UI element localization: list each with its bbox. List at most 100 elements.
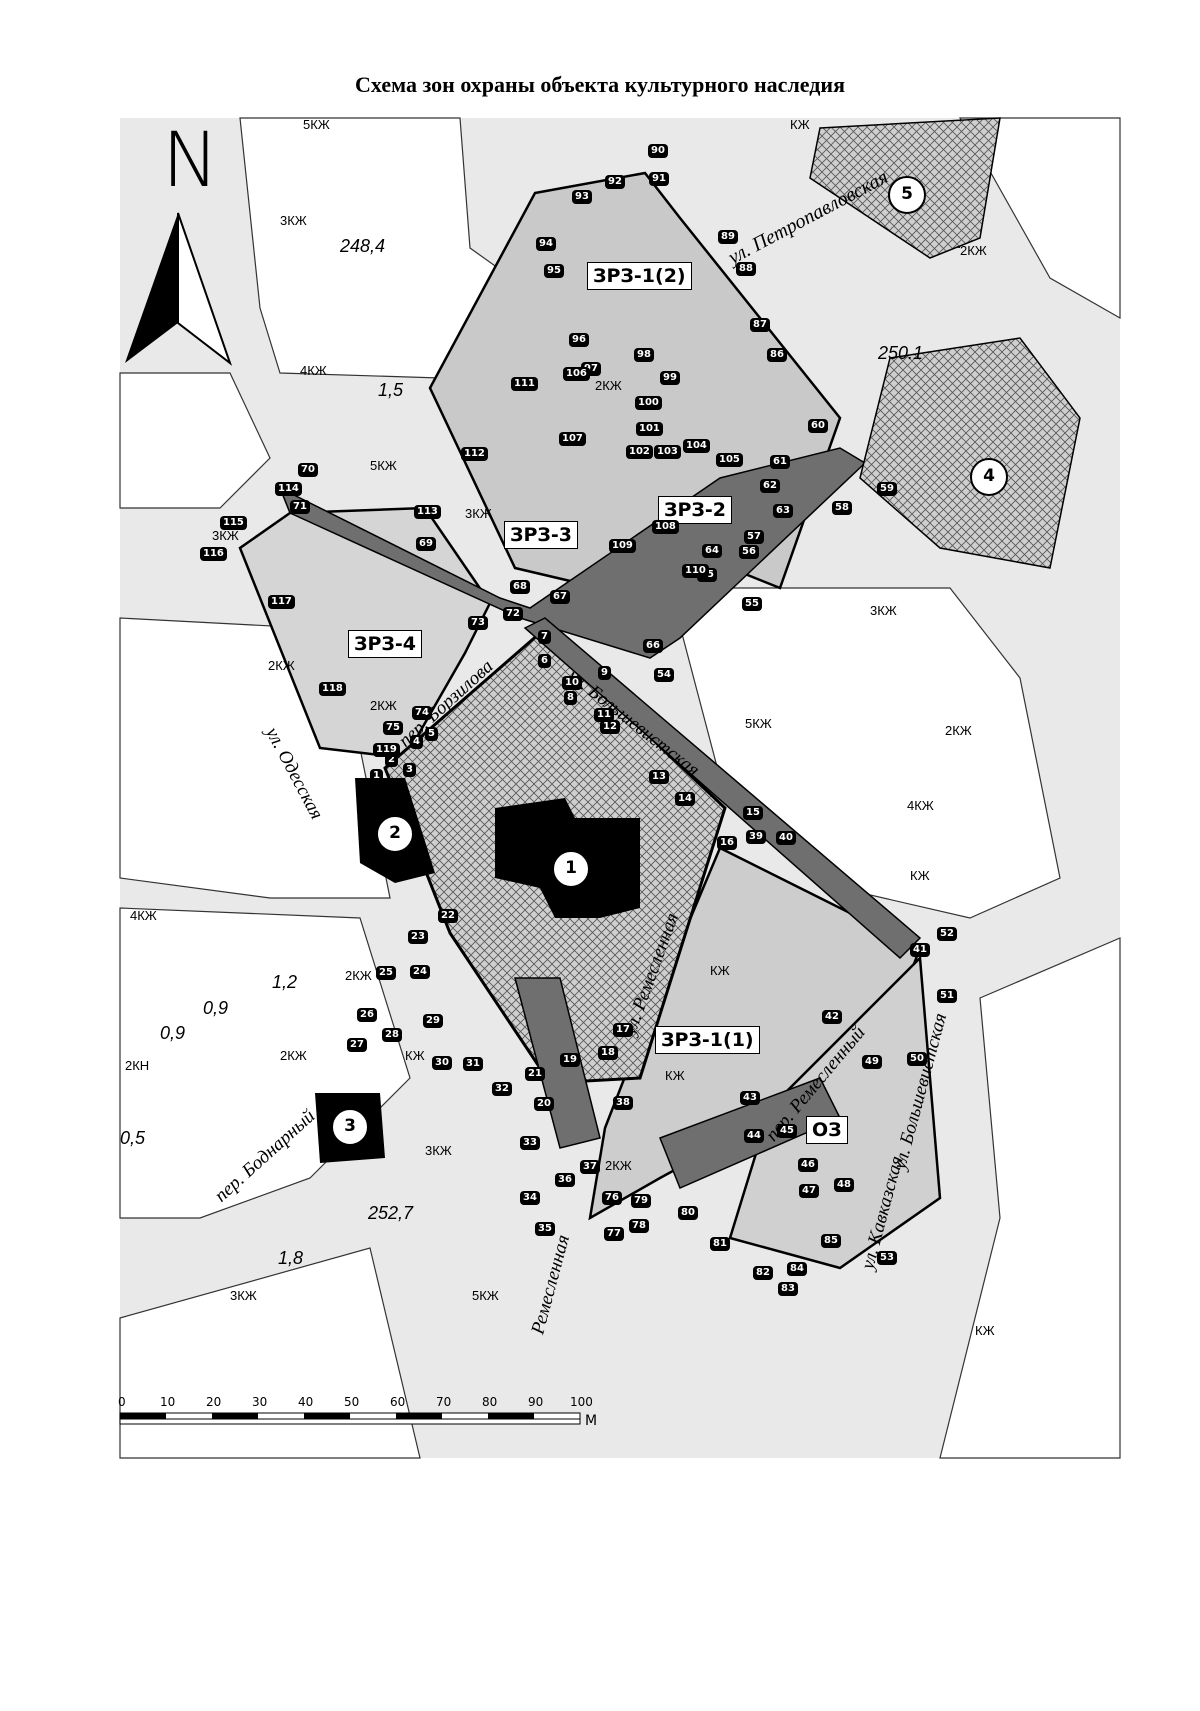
boundary-point-88[interactable]: 88 xyxy=(736,262,756,276)
boundary-point-102[interactable]: 102 xyxy=(626,445,653,459)
boundary-point-56[interactable]: 56 xyxy=(739,545,759,559)
boundary-point-77[interactable]: 77 xyxy=(604,1227,624,1241)
boundary-point-1[interactable]: 1 xyxy=(370,769,383,783)
boundary-point-4[interactable]: 4 xyxy=(410,735,423,749)
boundary-point-81[interactable]: 81 xyxy=(710,1237,730,1251)
boundary-point-68[interactable]: 68 xyxy=(510,580,530,594)
boundary-point-114[interactable]: 114 xyxy=(275,482,302,496)
object-marker-4[interactable]: 4 xyxy=(970,458,1008,496)
boundary-point-103[interactable]: 103 xyxy=(654,445,681,459)
object-marker-5[interactable]: 5 xyxy=(888,176,926,214)
boundary-point-118[interactable]: 118 xyxy=(319,682,346,696)
boundary-point-5[interactable]: 5 xyxy=(425,727,438,741)
boundary-point-29[interactable]: 29 xyxy=(423,1014,443,1028)
boundary-point-11[interactable]: 11 xyxy=(594,708,614,722)
boundary-point-54[interactable]: 54 xyxy=(654,668,674,682)
boundary-point-85[interactable]: 85 xyxy=(821,1234,841,1248)
boundary-point-95[interactable]: 95 xyxy=(544,264,564,278)
boundary-point-113[interactable]: 113 xyxy=(414,505,441,519)
boundary-point-106[interactable]: 106 xyxy=(563,367,590,381)
boundary-point-79[interactable]: 79 xyxy=(631,1194,651,1208)
boundary-point-83[interactable]: 83 xyxy=(778,1282,798,1296)
boundary-point-17[interactable]: 17 xyxy=(613,1023,633,1037)
boundary-point-78[interactable]: 78 xyxy=(629,1219,649,1233)
boundary-point-96[interactable]: 96 xyxy=(569,333,589,347)
object-marker-1[interactable]: 1 xyxy=(552,850,590,888)
boundary-point-104[interactable]: 104 xyxy=(683,439,710,453)
boundary-point-51[interactable]: 51 xyxy=(937,989,957,1003)
boundary-point-15[interactable]: 15 xyxy=(743,806,763,820)
boundary-point-14[interactable]: 14 xyxy=(675,792,695,806)
boundary-point-105[interactable]: 105 xyxy=(716,453,743,467)
boundary-point-57[interactable]: 57 xyxy=(744,530,764,544)
boundary-point-67[interactable]: 67 xyxy=(550,590,570,604)
boundary-point-10[interactable]: 10 xyxy=(562,676,582,690)
boundary-point-46[interactable]: 46 xyxy=(798,1158,818,1172)
boundary-point-64[interactable]: 64 xyxy=(702,544,722,558)
boundary-point-20[interactable]: 20 xyxy=(534,1097,554,1111)
boundary-point-48[interactable]: 48 xyxy=(834,1178,854,1192)
boundary-point-62[interactable]: 62 xyxy=(760,479,780,493)
boundary-point-34[interactable]: 34 xyxy=(520,1191,540,1205)
boundary-point-80[interactable]: 80 xyxy=(678,1206,698,1220)
boundary-point-18[interactable]: 18 xyxy=(598,1046,618,1060)
boundary-point-45[interactable]: 45 xyxy=(777,1124,797,1138)
boundary-point-90[interactable]: 90 xyxy=(648,144,668,158)
boundary-point-59[interactable]: 59 xyxy=(877,482,897,496)
boundary-point-23[interactable]: 23 xyxy=(408,930,428,944)
boundary-point-93[interactable]: 93 xyxy=(572,190,592,204)
boundary-point-111[interactable]: 111 xyxy=(511,377,538,391)
boundary-point-33[interactable]: 33 xyxy=(520,1136,540,1150)
boundary-point-74[interactable]: 74 xyxy=(412,706,432,720)
boundary-point-98[interactable]: 98 xyxy=(634,348,654,362)
boundary-point-53[interactable]: 53 xyxy=(877,1251,897,1265)
boundary-point-40[interactable]: 40 xyxy=(776,831,796,845)
boundary-point-16[interactable]: 16 xyxy=(717,836,737,850)
boundary-point-82[interactable]: 82 xyxy=(753,1266,773,1280)
boundary-point-35[interactable]: 35 xyxy=(535,1222,555,1236)
boundary-point-30[interactable]: 30 xyxy=(432,1056,452,1070)
boundary-point-43[interactable]: 43 xyxy=(740,1091,760,1105)
boundary-point-41[interactable]: 41 xyxy=(910,943,930,957)
boundary-point-108[interactable]: 108 xyxy=(652,520,679,534)
boundary-point-92[interactable]: 92 xyxy=(605,175,625,189)
object-marker-2[interactable]: 2 xyxy=(376,815,414,853)
map-canvas[interactable]: N ЗРЗ-1(2) ЗРЗ-2 ЗРЗ-3 ЗРЗ-4 ЗРЗ-1(1) ОЗ… xyxy=(118,117,1121,1459)
boundary-point-27[interactable]: 27 xyxy=(347,1038,367,1052)
boundary-point-13[interactable]: 13 xyxy=(649,770,669,784)
boundary-point-109[interactable]: 109 xyxy=(609,539,636,553)
boundary-point-50[interactable]: 50 xyxy=(907,1052,927,1066)
boundary-point-100[interactable]: 100 xyxy=(635,396,662,410)
boundary-point-69[interactable]: 69 xyxy=(416,537,436,551)
boundary-point-24[interactable]: 24 xyxy=(410,965,430,979)
boundary-point-25[interactable]: 25 xyxy=(376,966,396,980)
boundary-point-75[interactable]: 75 xyxy=(383,721,403,735)
boundary-point-7[interactable]: 7 xyxy=(538,630,551,644)
boundary-point-76[interactable]: 76 xyxy=(602,1191,622,1205)
boundary-point-87[interactable]: 87 xyxy=(750,318,770,332)
boundary-point-84[interactable]: 84 xyxy=(787,1262,807,1276)
boundary-point-22[interactable]: 22 xyxy=(438,909,458,923)
boundary-point-19[interactable]: 19 xyxy=(560,1053,580,1067)
boundary-point-63[interactable]: 63 xyxy=(773,504,793,518)
boundary-point-55[interactable]: 55 xyxy=(742,597,762,611)
boundary-point-72[interactable]: 72 xyxy=(503,607,523,621)
boundary-point-58[interactable]: 58 xyxy=(832,501,852,515)
boundary-point-99[interactable]: 99 xyxy=(660,371,680,385)
boundary-point-112[interactable]: 112 xyxy=(461,447,488,461)
boundary-point-36[interactable]: 36 xyxy=(555,1173,575,1187)
boundary-point-6[interactable]: 6 xyxy=(538,654,551,668)
boundary-point-44[interactable]: 44 xyxy=(744,1129,764,1143)
boundary-point-61[interactable]: 61 xyxy=(770,455,790,469)
boundary-point-37[interactable]: 37 xyxy=(580,1160,600,1174)
boundary-point-86[interactable]: 86 xyxy=(767,348,787,362)
boundary-point-94[interactable]: 94 xyxy=(536,237,556,251)
boundary-point-42[interactable]: 42 xyxy=(822,1010,842,1024)
boundary-point-28[interactable]: 28 xyxy=(382,1028,402,1042)
object-marker-3[interactable]: 3 xyxy=(331,1108,369,1146)
boundary-point-52[interactable]: 52 xyxy=(937,927,957,941)
boundary-point-91[interactable]: 91 xyxy=(649,172,669,186)
boundary-point-9[interactable]: 9 xyxy=(598,666,611,680)
boundary-point-70[interactable]: 70 xyxy=(298,463,318,477)
boundary-point-117[interactable]: 117 xyxy=(268,595,295,609)
